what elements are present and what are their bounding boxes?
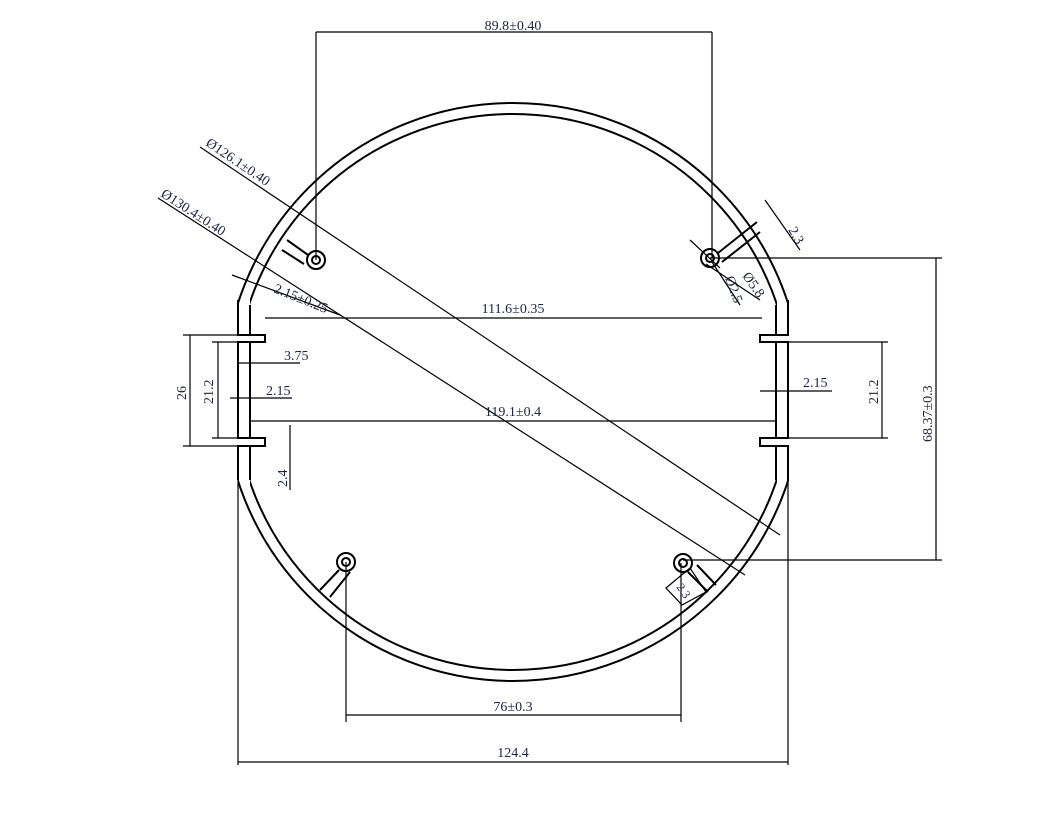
dim-left-wall: 2.15 xyxy=(266,384,291,399)
screw-boss xyxy=(281,239,326,270)
screw-boss xyxy=(319,552,356,598)
dim-left-slot-inner: 21.2 xyxy=(202,380,217,405)
dim-left-gap: 2.4 xyxy=(276,470,291,488)
dim-inner-span-mid: 119.1±0.4 xyxy=(485,405,541,420)
dim-left-slot-outer: 26 xyxy=(175,386,190,400)
dim-overall-width: 124.4 xyxy=(497,746,529,761)
dim-right-slot: 21.2 xyxy=(867,380,882,405)
profile-outline xyxy=(237,102,789,682)
dim-right-height: 68.37±0.3 xyxy=(921,385,936,442)
dim-rib-width-bottom: 2.3 xyxy=(674,581,694,601)
dim-left-depth: 3.75 xyxy=(284,349,309,364)
dim-inner-span-top: 111.6±0.35 xyxy=(482,302,545,317)
dim-inner-diameter: Ø126.1±0.40 xyxy=(203,136,273,190)
dim-bottom-span: 76±0.3 xyxy=(493,700,532,715)
dim-wall: 2.15±0.25 xyxy=(272,282,330,317)
screw-boss xyxy=(673,553,717,593)
dim-outer-diameter: Ø130.4±0.40 xyxy=(158,187,228,240)
dim-right-wall: 2.15 xyxy=(803,376,828,391)
dim-top-width: 89.8±0.40 xyxy=(485,19,542,34)
dim-rib-width-top: 2.3 xyxy=(785,225,807,248)
dimension-lines xyxy=(157,31,942,765)
